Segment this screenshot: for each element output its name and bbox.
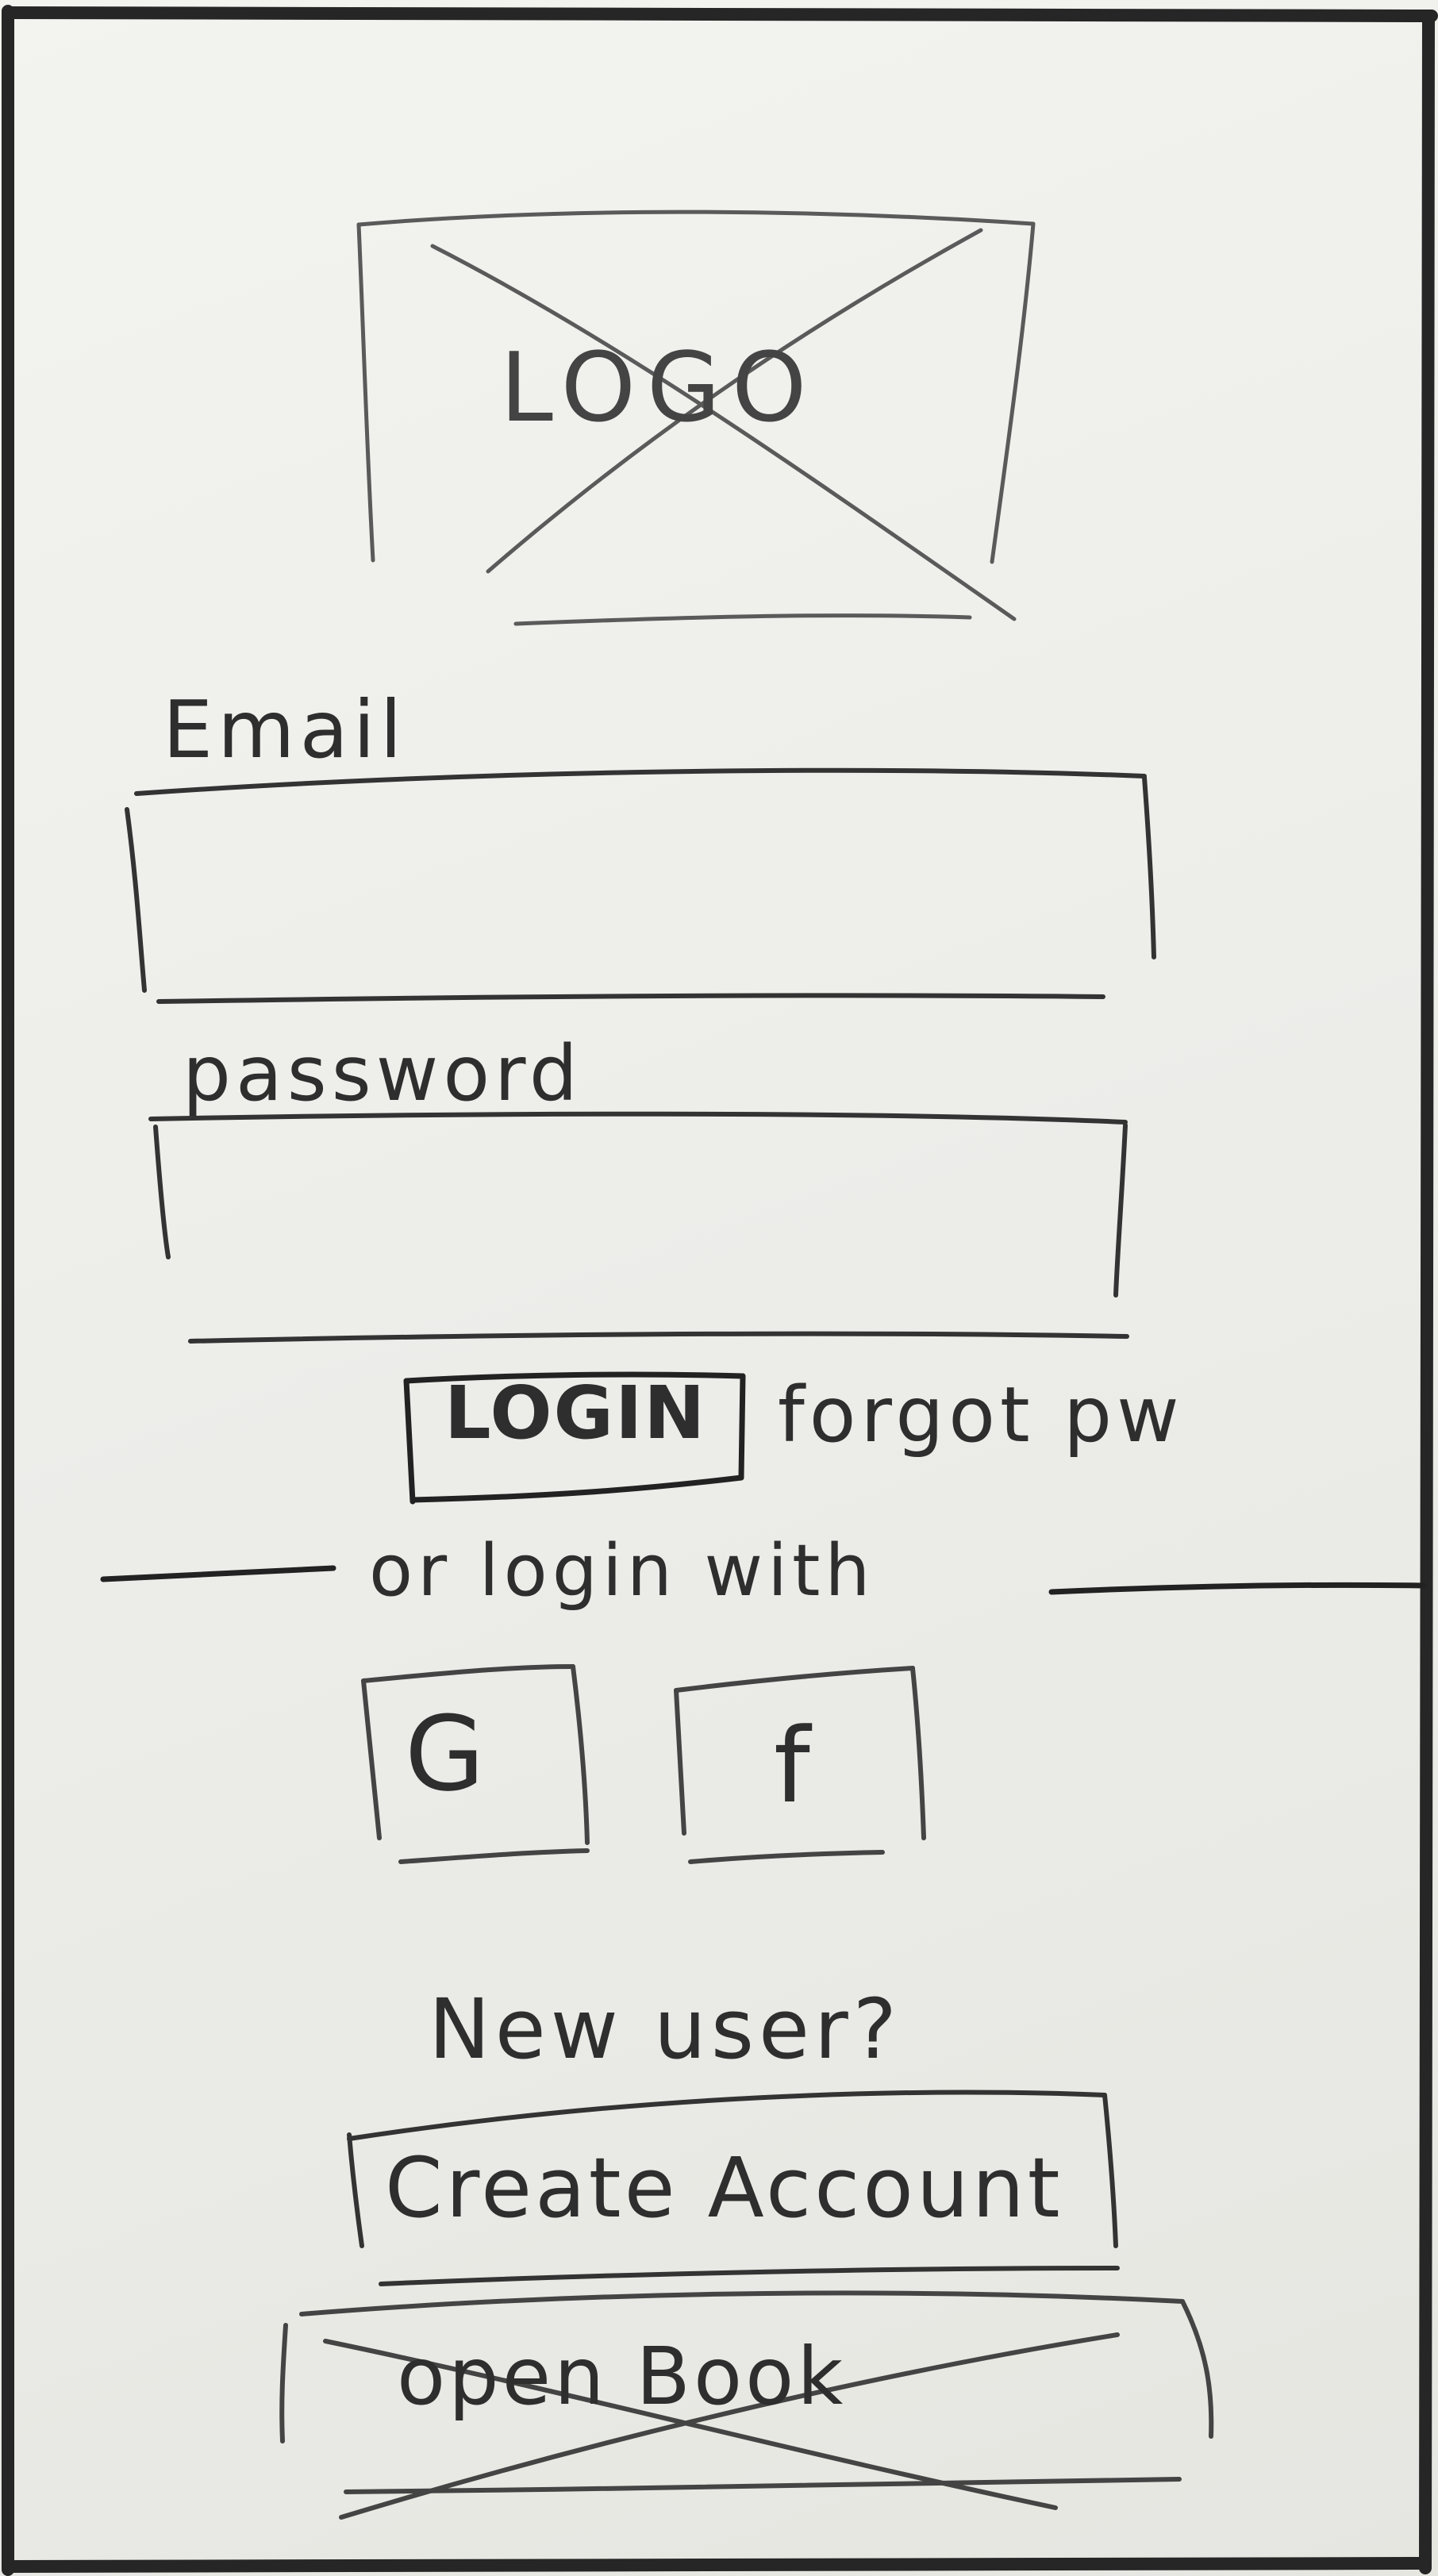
google-icon: G (405, 1694, 490, 1814)
google-button-sketch (361, 1664, 590, 1864)
new-user-prompt: New user? (429, 1981, 902, 2078)
facebook-icon: f (774, 1705, 815, 1826)
create-account-label: Create Account (385, 2140, 1063, 2236)
create-account-button[interactable] (349, 2095, 1116, 2279)
login-button[interactable] (406, 1377, 743, 1500)
email-input[interactable] (135, 782, 1147, 992)
password-field-sketch (148, 1111, 1129, 1344)
logo-placeholder-text: LOGO (500, 333, 818, 444)
divider-lines (100, 1565, 1428, 1595)
login-button-sketch (403, 1371, 746, 1505)
logo-placeholder (356, 210, 1036, 626)
forgot-password-link[interactable]: forgot pw (778, 1371, 1184, 1459)
open-book-sketch (279, 2290, 1214, 2520)
facebook-button-sketch (674, 1666, 926, 1864)
email-field-sketch (125, 767, 1156, 1004)
outer-border (2, 5, 1438, 2576)
open-book-button[interactable] (283, 2301, 1211, 2508)
open-book-label: open Book (397, 2330, 847, 2423)
social-login-divider-label: or login with (369, 1529, 875, 1613)
create-account-sketch (347, 2090, 1120, 2286)
facebook-login-button[interactable] (676, 1668, 924, 1860)
login-button-label: LOGIN (444, 1371, 707, 1455)
password-input[interactable] (159, 1119, 1119, 1333)
email-label: Email (163, 683, 407, 776)
password-label: password (183, 1029, 583, 1118)
google-login-button[interactable] (363, 1667, 587, 1861)
